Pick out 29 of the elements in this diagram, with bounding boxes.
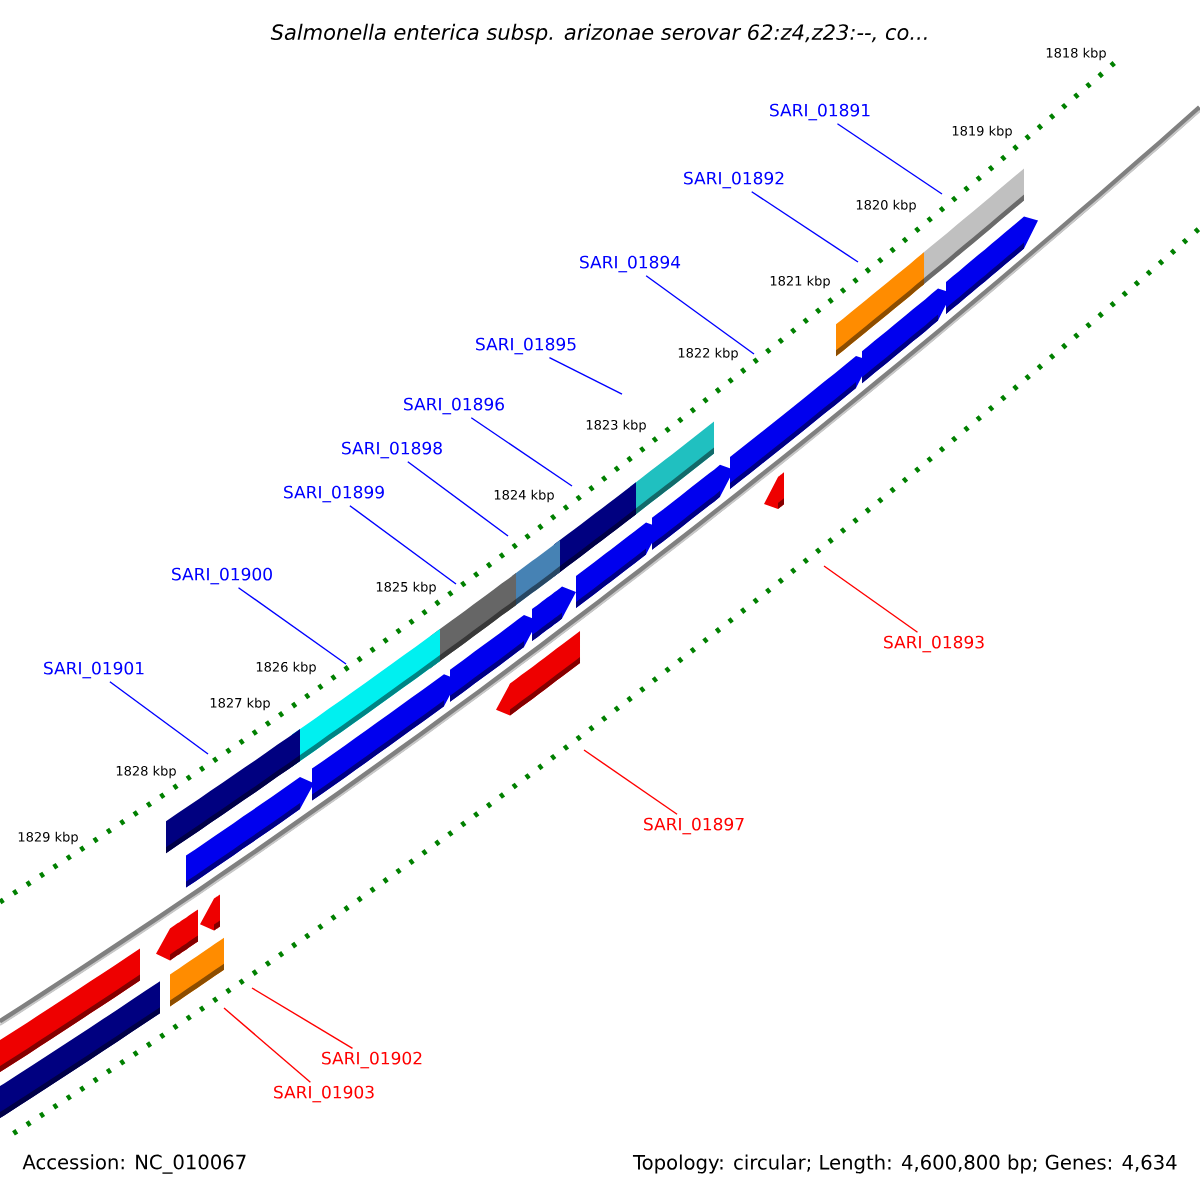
leader-line [407, 461, 509, 537]
gene-label: SARI_01899 [284, 485, 384, 503]
gene-label: SARI_01900 [172, 567, 272, 585]
leader-line [823, 565, 919, 633]
map-title: Salmonella enterica subsp. arizonae serovar 62:z4,z23:--, co... [270, 23, 927, 45]
gene-label: SARI_01896 [404, 397, 504, 415]
gene-label: SARI_01901 [44, 661, 144, 679]
leader-line [836, 123, 943, 195]
gene-label: SARI_01894 [580, 255, 681, 273]
leader-line [251, 987, 354, 1049]
leader-line [237, 587, 347, 665]
gene-label: SARI_01898 [342, 441, 442, 459]
leader-line [223, 1007, 312, 1083]
leader-line [470, 417, 573, 487]
leader-line [751, 191, 859, 263]
leader-line [645, 275, 755, 355]
genome-summary-text: Topology: circular; Length: 4,600,800 bp; Genes: 4,634 [632, 1154, 1177, 1174]
gene-label: SARI_01902 [322, 1051, 422, 1069]
leader-line [109, 681, 209, 755]
gene-label: SARI_01897 [644, 817, 744, 835]
leader-line [349, 505, 457, 585]
accession-text: Accession: NC_010067 [22, 1154, 246, 1174]
gene-label: SARI_01895 [476, 337, 576, 355]
gene-label: SARI_01893 [884, 635, 984, 653]
gene-label: SARI_01892 [684, 171, 784, 189]
leader-line [583, 749, 678, 815]
gene-label: SARI_01903 [274, 1085, 374, 1103]
leader-line [548, 357, 623, 395]
gene-label: SARI_01891 [770, 103, 870, 121]
